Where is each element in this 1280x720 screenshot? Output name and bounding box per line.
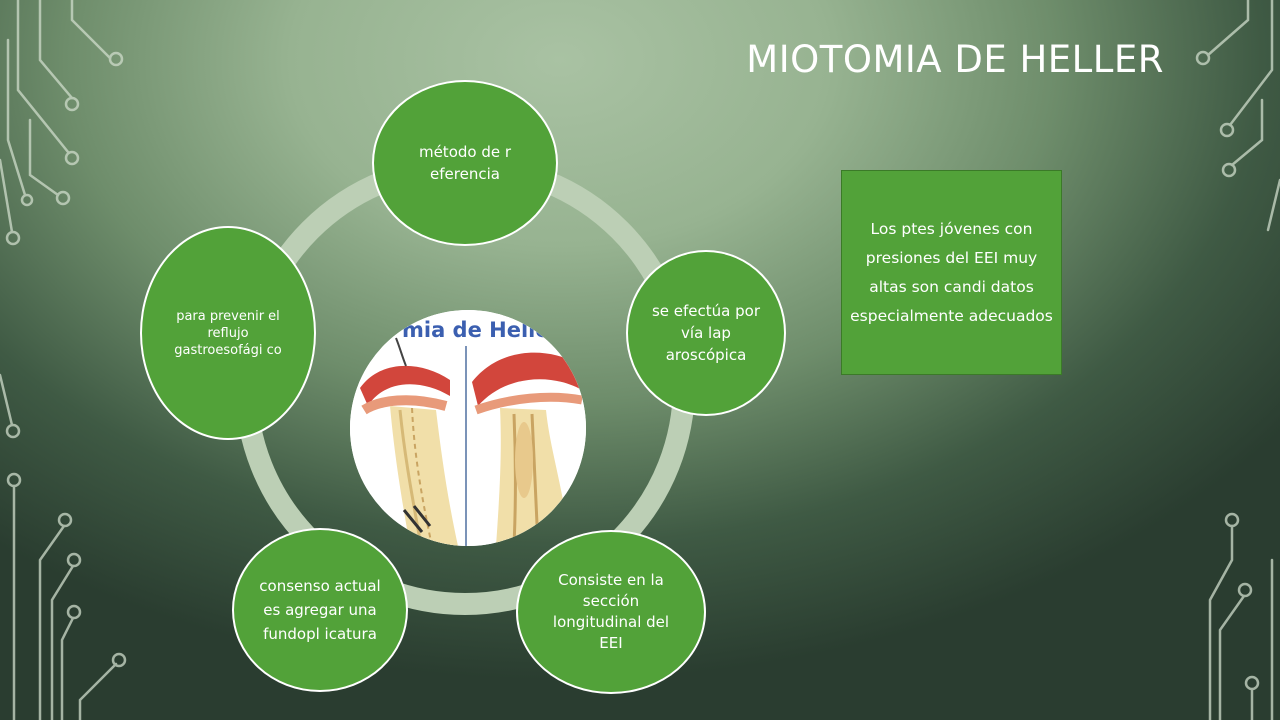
- cycle-node-fundoplication: consenso actual es agregar una fundopl i…: [232, 528, 408, 692]
- side-note-box: Los ptes jóvenes con presiones del EEI m…: [841, 170, 1062, 375]
- heller-myotomy-illustration: mia de Heller: [350, 310, 586, 546]
- cycle-node-reference-method: método de r eferencia: [372, 80, 558, 246]
- slide-title: MIOTOMIA DE HELLER: [746, 38, 1164, 81]
- cycle-node-laparoscopic: se efectúa por vía lap aroscópica: [626, 250, 786, 416]
- node-text: para prevenir el reflujo gastroesofági c…: [174, 308, 282, 358]
- cycle-node-prevent-reflux: para prevenir el reflujo gastroesofági c…: [140, 226, 316, 440]
- node-text: se efectúa por vía lap aroscópica: [651, 302, 760, 364]
- side-note-text: Los ptes jóvenes con presiones del EEI m…: [850, 219, 1053, 325]
- cycle-node-longitudinal-section: Consiste en la sección longitudinal del …: [516, 530, 706, 694]
- node-text: consenso actual es agregar una fundopl i…: [259, 577, 381, 643]
- node-text: Consiste en la sección longitudinal del …: [552, 571, 670, 652]
- node-text: método de r eferencia: [418, 143, 512, 183]
